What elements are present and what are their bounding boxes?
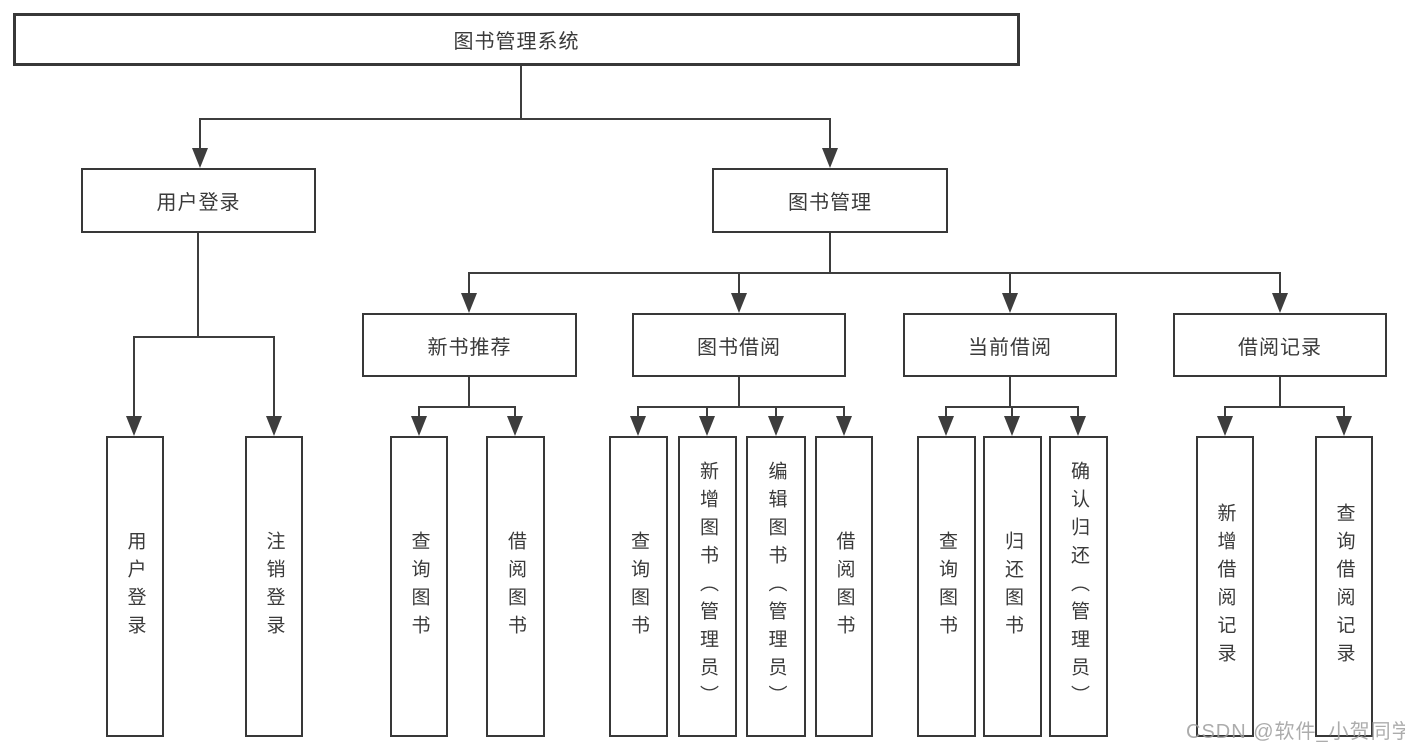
connector-line <box>520 66 522 118</box>
connector-line <box>197 233 199 336</box>
leaf-query-borrow-record: 查询借阅记录 <box>1315 436 1373 737</box>
leaf-add-book-admin: 新增图书（管理员） <box>678 436 737 737</box>
watermark: CSDN @软件_小贺同学 <box>1186 721 1405 743</box>
connector-line <box>199 118 831 120</box>
node-label: 借阅图书 <box>833 530 855 643</box>
arrow-down-icon <box>938 416 954 436</box>
connector-line <box>706 406 708 420</box>
leaf-query-books-1: 查询图书 <box>390 436 448 737</box>
node-label: 当前借阅 <box>968 336 1052 359</box>
node-label: 用户登录 <box>124 530 146 643</box>
connector-line <box>1224 406 1345 408</box>
arrow-down-icon <box>699 416 715 436</box>
leaf-borrow-books-2: 借阅图书 <box>815 436 873 737</box>
connector-line <box>1279 377 1281 406</box>
node-book-borrow: 图书借阅 <box>632 313 846 377</box>
arrow-down-icon <box>1002 293 1018 313</box>
arrow-down-icon <box>1336 416 1352 436</box>
leaf-add-borrow-record: 新增借阅记录 <box>1196 436 1254 737</box>
node-new-book-recommend: 新书推荐 <box>362 313 577 377</box>
node-library-management-system: 图书管理系统 <box>13 13 1020 66</box>
connector-line <box>1224 406 1226 420</box>
arrow-down-icon <box>768 416 784 436</box>
leaf-return-books: 归还图书 <box>983 436 1042 737</box>
connector-line <box>468 272 470 297</box>
connector-line <box>738 272 740 297</box>
node-borrow-records: 借阅记录 <box>1173 313 1387 377</box>
node-label: 编辑图书（管理员） <box>765 460 787 713</box>
node-label: 图书管理系统 <box>453 31 580 53</box>
node-label: 借阅图书 <box>505 530 526 643</box>
node-label: 新增图书（管理员） <box>697 460 718 713</box>
connector-line <box>829 118 831 152</box>
node-label: 用户登录 <box>156 192 241 214</box>
node-book-management-branch: 图书管理 <box>712 168 948 233</box>
connector-line <box>133 336 275 338</box>
leaf-user-login: 用户登录 <box>106 436 164 737</box>
connector-line <box>829 233 831 272</box>
arrow-down-icon <box>1217 416 1233 436</box>
arrow-down-icon <box>192 148 208 168</box>
connector-line <box>1011 406 1013 420</box>
node-label: 查询图书 <box>408 530 430 643</box>
node-label: 归还图书 <box>1002 530 1023 643</box>
connector-line <box>775 406 777 420</box>
connector-line <box>418 406 420 420</box>
node-label: 查询图书 <box>628 530 649 643</box>
connector-line <box>843 406 845 420</box>
node-user-login-branch: 用户登录 <box>81 168 316 233</box>
leaf-confirm-return-admin: 确认归还（管理员） <box>1049 436 1108 737</box>
arrow-down-icon <box>126 416 142 436</box>
arrow-down-icon <box>1070 416 1086 436</box>
leaf-query-books-2: 查询图书 <box>609 436 668 737</box>
connector-line <box>1343 406 1345 420</box>
connector-line <box>637 406 845 408</box>
node-label: 新书推荐 <box>427 336 512 359</box>
node-label: 新增借阅记录 <box>1214 502 1236 671</box>
leaf-borrow-books-1: 借阅图书 <box>486 436 545 737</box>
node-label: 查询图书 <box>936 530 957 643</box>
node-label: 图书借阅 <box>697 336 781 359</box>
connector-line <box>273 336 275 420</box>
node-label: 借阅记录 <box>1238 336 1322 359</box>
arrow-down-icon <box>822 148 838 168</box>
connector-line <box>199 118 201 152</box>
connector-line <box>1279 272 1281 297</box>
connector-line <box>738 377 740 406</box>
connector-line <box>418 406 516 408</box>
connector-line <box>1009 272 1011 297</box>
connector-line <box>637 406 639 420</box>
arrow-down-icon <box>411 416 427 436</box>
node-label: 注销登录 <box>263 530 285 643</box>
leaf-edit-book-admin: 编辑图书（管理员） <box>746 436 806 737</box>
node-label: 确认归还（管理员） <box>1068 460 1089 713</box>
leaf-logout: 注销登录 <box>245 436 303 737</box>
arrow-down-icon <box>266 416 282 436</box>
leaf-query-books-3: 查询图书 <box>917 436 976 737</box>
node-current-borrow: 当前借阅 <box>903 313 1117 377</box>
connector-line <box>1009 377 1011 406</box>
arrow-down-icon <box>461 293 477 313</box>
connector-line <box>514 406 516 420</box>
arrow-down-icon <box>1004 416 1020 436</box>
arrow-down-icon <box>731 293 747 313</box>
connector-line <box>945 406 947 420</box>
arrow-down-icon <box>1272 293 1288 313</box>
arrow-down-icon <box>836 416 852 436</box>
node-label: 查询借阅记录 <box>1333 502 1355 671</box>
node-label: 图书管理 <box>788 192 872 214</box>
arrow-down-icon <box>507 416 523 436</box>
connector-line <box>468 377 470 406</box>
connector-line <box>469 272 1281 274</box>
connector-line <box>133 336 135 420</box>
arrow-down-icon <box>630 416 646 436</box>
connector-line <box>1077 406 1079 420</box>
